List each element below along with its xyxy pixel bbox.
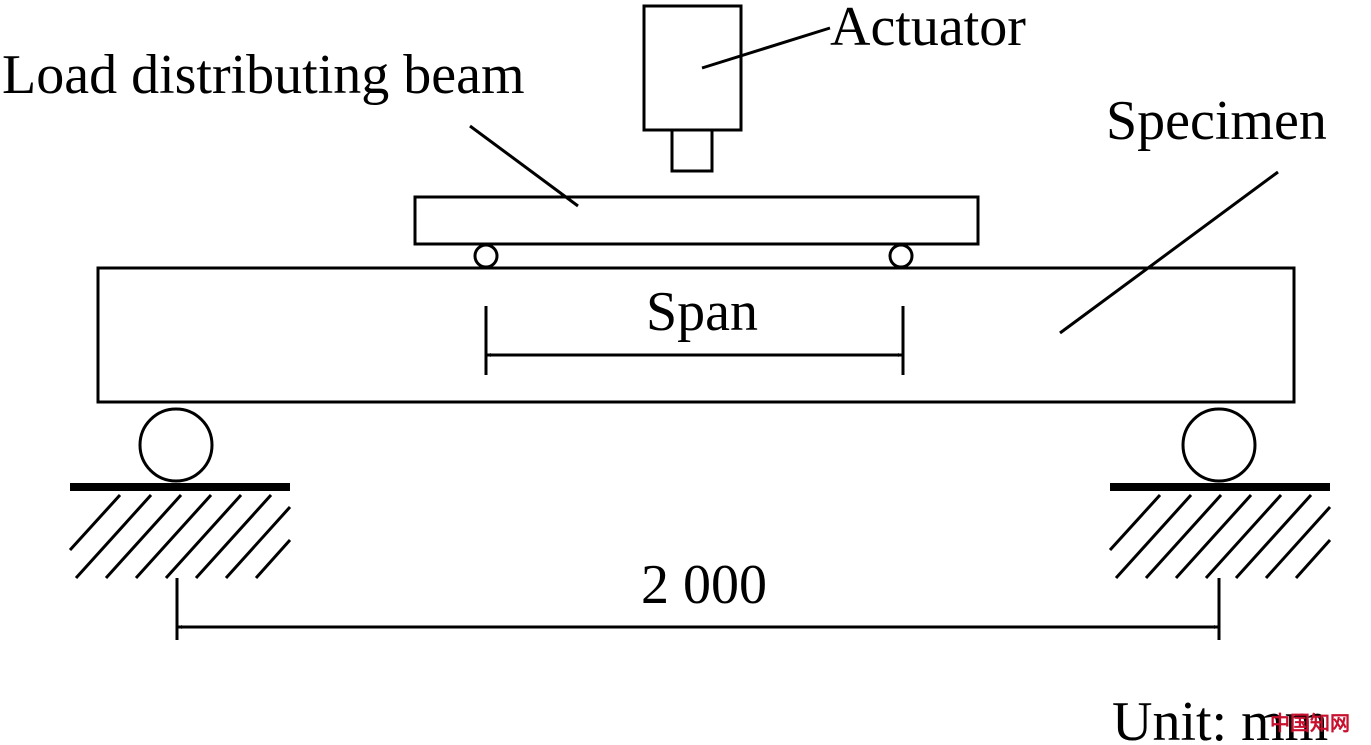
loading-roller-left (473, 243, 499, 269)
span-label: Span (646, 281, 758, 343)
watermark: 中国知网 (1270, 711, 1350, 735)
right-support (1108, 407, 1332, 580)
span-dimension (484, 306, 905, 375)
ground-line-left (70, 483, 290, 491)
total-span-dimension (175, 578, 1221, 640)
support-roller-left (138, 407, 214, 483)
unit-label: Unit: mm (1112, 691, 1328, 745)
ground-line-right (1110, 483, 1330, 491)
load-beam-label: Load distributing beam (2, 44, 525, 106)
specimen-leader-line (1059, 170, 1279, 335)
actuator (642, 4, 743, 173)
loading-roller-right (888, 243, 914, 269)
load-distributing-beam (413, 195, 980, 246)
specimen-beam (96, 266, 1296, 404)
left-support (68, 407, 292, 580)
load-beam-leader-line (469, 124, 579, 208)
actuator-label: Actuator (830, 0, 1026, 58)
ground-hatch-right (1108, 493, 1332, 580)
support-roller-right (1181, 407, 1257, 483)
ground-hatch-left (68, 493, 292, 580)
actuator-rod (670, 128, 714, 173)
actuator-body (642, 4, 743, 132)
actuator-leader-line (701, 26, 831, 70)
specimen-label: Specimen (1106, 90, 1327, 152)
total-span-label: 2 000 (641, 554, 767, 616)
